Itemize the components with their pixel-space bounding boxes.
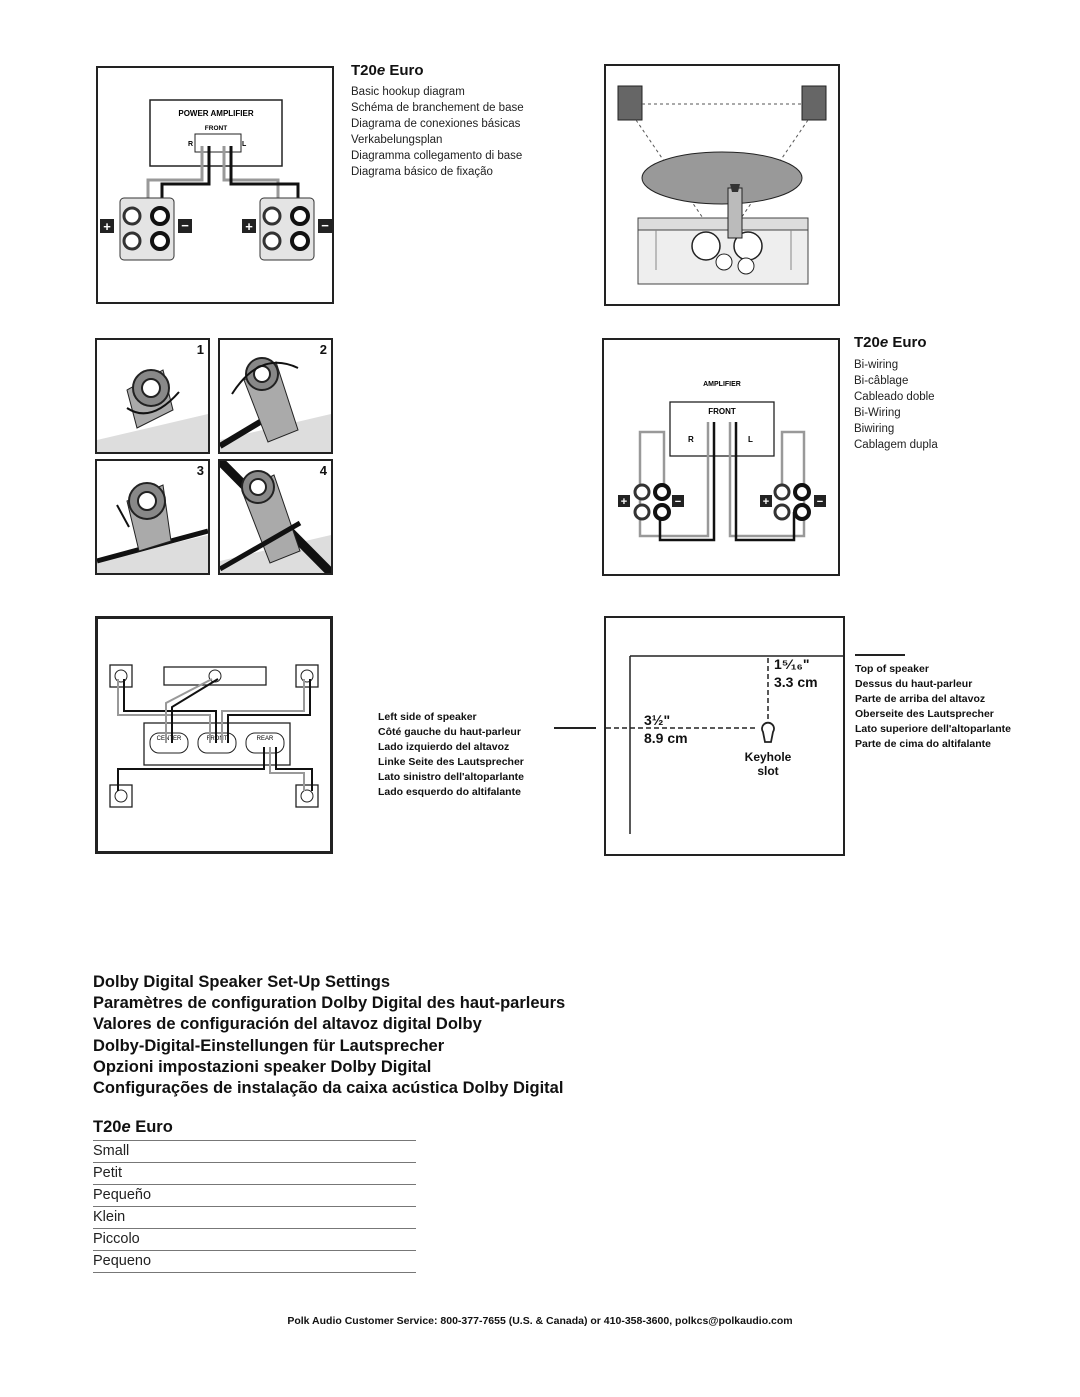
basic-hookup-diagram: POWER AMPLIFIER FRONT R L + − + − bbox=[96, 66, 334, 304]
left-side-captions: Left side of speaker Côté gauche du haut… bbox=[378, 710, 524, 800]
svg-text:+: + bbox=[103, 219, 111, 234]
step-3-panel: 3 bbox=[95, 459, 210, 575]
dolby-heading: Configurações de instalação da caixa acú… bbox=[93, 1079, 564, 1098]
dolby-heading: Dolby Digital Speaker Set-Up Settings bbox=[93, 973, 391, 991]
side-distance-cm: 8.9 cm bbox=[644, 730, 688, 746]
keyhole-label: Keyhole slot bbox=[736, 750, 800, 778]
room-placement-illustration bbox=[604, 64, 840, 306]
svg-text:−: − bbox=[321, 218, 329, 233]
caption-line: Top of speaker bbox=[855, 663, 929, 675]
step-2-panel: 2 bbox=[218, 338, 333, 454]
caption-line: Dessus du haut-parleur bbox=[855, 678, 973, 690]
setting-row: Small bbox=[93, 1141, 416, 1163]
caption-line: Cableado doble bbox=[854, 391, 935, 403]
left-side-leader-line bbox=[554, 727, 596, 729]
keyhole-label-2: slot bbox=[757, 764, 779, 778]
top-side-leader-line bbox=[855, 654, 905, 656]
svg-text:R: R bbox=[188, 141, 193, 148]
svg-text:+: + bbox=[621, 496, 627, 508]
caption-line: Lado esquerdo do altifalante bbox=[378, 786, 521, 798]
svg-text:−: − bbox=[817, 496, 823, 508]
keyhole-label-1: Keyhole bbox=[744, 750, 792, 764]
caption-line: Basic hookup diagram bbox=[351, 86, 465, 98]
caption-line: Lado izquierdo del altavoz bbox=[378, 741, 510, 753]
caption-line: Lato superiore dell'altoparlante bbox=[855, 723, 1011, 735]
keyhole-mounting-diagram: 1⁵⁄₁₆" 3.3 cm 3½" 8.9 cm Keyhole slot bbox=[604, 616, 845, 856]
caption-line: Cablagem dupla bbox=[854, 439, 938, 451]
biwiring-diagram: AMPLIFIER FRONT R L + − + − bbox=[602, 338, 840, 576]
biwiring-captions: Bi-wiring Bi-câblage Cableado doble Bi-W… bbox=[854, 357, 938, 453]
dolby-model-title: T20e Euro bbox=[93, 1118, 173, 1136]
step-number: 4 bbox=[319, 463, 327, 478]
dolby-heading: Opzioni impostazioni speaker Dolby Digit… bbox=[93, 1057, 432, 1076]
caption-line: Verkabelungsplan bbox=[351, 134, 443, 146]
rear-label: REAR bbox=[257, 736, 274, 742]
dolby-headings: Dolby Digital Speaker Set-Up Settings Pa… bbox=[93, 972, 565, 1099]
svg-text:+: + bbox=[763, 496, 769, 508]
setting-row: Klein bbox=[93, 1207, 416, 1229]
caption-line: Left side of speaker bbox=[378, 711, 477, 723]
caption-line: Biwiring bbox=[854, 423, 895, 435]
caption-line: Bi-Wiring bbox=[854, 407, 901, 419]
svg-text:R: R bbox=[688, 435, 694, 444]
dolby-heading: Valores de configuración del altavoz dig… bbox=[93, 1015, 482, 1034]
caption-line: Bi-wiring bbox=[854, 359, 899, 371]
caption-line: Diagramma collegamento di base bbox=[351, 150, 523, 162]
setting-row: Pequeño bbox=[93, 1185, 416, 1207]
setting-row: Petit bbox=[93, 1163, 416, 1185]
step-number: 1 bbox=[196, 342, 204, 357]
caption-line: Parte de cima do altifalante bbox=[855, 738, 991, 750]
dolby-settings-table: Small Petit Pequeño Klein Piccolo Pequen… bbox=[93, 1140, 416, 1273]
front-label: FRONT bbox=[205, 125, 227, 132]
top-distance-cm: 3.3 cm bbox=[774, 674, 818, 690]
biwiring-front-label: FRONT bbox=[708, 407, 736, 416]
svg-text:+: + bbox=[245, 219, 253, 234]
side-distance-in: 3½" bbox=[644, 712, 671, 728]
hookup-model-title: T20e Euro bbox=[351, 62, 424, 79]
footer-contact: Polk Audio Customer Service: 800-377-765… bbox=[287, 1315, 793, 1327]
svg-text:−: − bbox=[675, 496, 681, 508]
setting-row: Piccolo bbox=[93, 1229, 416, 1251]
top-distance-in: 1⁵⁄₁₆" bbox=[774, 656, 810, 672]
svg-text:L: L bbox=[748, 435, 753, 444]
caption-line: Schéma de branchement de base bbox=[351, 102, 524, 114]
biwiring-model-title: T20e Euro bbox=[854, 334, 927, 351]
caption-line: Diagrama de conexiones básicas bbox=[351, 118, 521, 130]
caption-line: Oberseite des Lautsprecher bbox=[855, 708, 994, 720]
front-label: FRONT bbox=[207, 736, 228, 742]
hookup-captions: Basic hookup diagram Schéma de brancheme… bbox=[351, 84, 524, 180]
step-number: 3 bbox=[196, 463, 204, 478]
svg-text:−: − bbox=[181, 218, 189, 233]
svg-text:L: L bbox=[242, 141, 247, 148]
step-4-panel: 4 bbox=[218, 459, 333, 575]
center-label: CENTER bbox=[157, 736, 182, 742]
amp-label: POWER AMPLIFIER bbox=[178, 109, 253, 118]
surround-hookup-diagram: CENTER FRONT REAR bbox=[95, 616, 333, 854]
dolby-heading: Dolby-Digital-Einstellungen für Lautspre… bbox=[93, 1036, 445, 1055]
caption-line: Bi-câblage bbox=[854, 375, 909, 387]
step-1-panel: 1 bbox=[95, 338, 210, 454]
caption-line: Lato sinistro dell'altoparlante bbox=[378, 771, 525, 783]
setting-row: Pequeno bbox=[93, 1251, 416, 1273]
caption-line: Côté gauche du haut-parleur bbox=[378, 726, 521, 738]
caption-line: Linke Seite des Lautsprecher bbox=[378, 756, 524, 768]
top-side-captions: Top of speaker Dessus du haut-parleur Pa… bbox=[855, 662, 1011, 752]
step-number: 2 bbox=[319, 342, 327, 357]
dolby-heading: Paramètres de configuration Dolby Digita… bbox=[93, 994, 566, 1013]
caption-line: Parte de arriba del altavoz bbox=[855, 693, 986, 705]
caption-line: Diagrama básico de fixação bbox=[351, 166, 493, 178]
biwiring-amp-label: AMPLIFIER bbox=[703, 381, 741, 388]
